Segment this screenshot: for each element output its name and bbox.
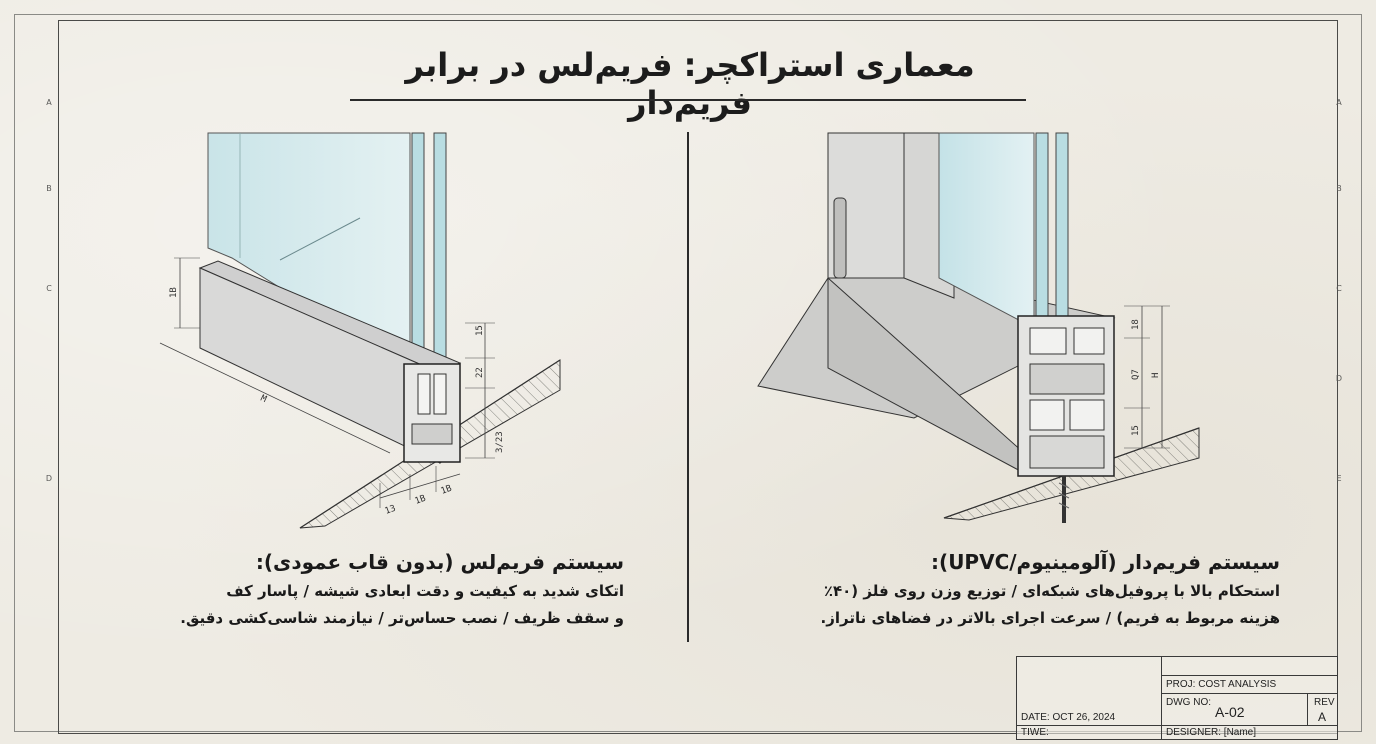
frameless-line-1: اتکای شدید به کیفیت و دقت ابعادی شیشه / … [226,582,624,600]
frameless-caption: سیستم فریم‌لس (بدون قاب عمودی): اتکای شد… [104,550,624,632]
zone-label-left-d: D [45,474,53,483]
dim-label-base: 3/23 [495,431,505,453]
zone-label-right-b: B [1336,184,1342,193]
tb-project: PROJ: COST ANALYSIS [1166,679,1277,690]
title-underline [350,99,1026,101]
zone-label-right-a: A [1336,98,1342,107]
zone-label-left-a: A [46,98,52,107]
dim-label-mid: 22 [475,367,485,378]
tb-date: DATE: OCT 26, 2024 [1021,712,1116,723]
dim-label-w3: 1B [440,484,454,497]
frameless-section-drawing: 1B 15 22 3/23 M 13 1B 1B [159,132,561,529]
dim-label-height: 1B [169,287,179,298]
tb-rev-label: REV [1314,697,1335,708]
framed-dim-base: 15 [1131,425,1141,436]
page-title: معماری استراکچر: فریم‌لس در برابر فریم‌د… [405,46,975,122]
hinge [833,197,847,279]
framed-caption: سیستم فریم‌دار (آلومینیوم/UPVC): استحکام… [720,550,1280,632]
glass-edge-inner [433,132,447,384]
zone-label-right-d: D [1335,374,1343,383]
framed-dim-mid: Q7 [1131,369,1141,380]
tb-dwg-number: A-02 [1215,704,1245,720]
frameless-heading: سیستم فریم‌لس (بدون قاب عمودی): [255,550,624,574]
drawing-title-block: PROJ: COST ANALYSIS DWG NO: A-02 REV A D… [1016,656,1338,740]
dim-label-w1: 13 [384,504,398,517]
center-divider [687,132,689,642]
zone-label-right-c: C [1336,284,1342,293]
zone-label-left-b: B [46,184,52,193]
sheet-drawing-frame [58,20,1338,734]
frameless-line-2: و سقف ظریف / نصب حساس‌تر / نیازمند شاسی‌… [180,609,624,627]
tb-designer: DESIGNER: [Name] [1166,727,1257,738]
zone-label-right-e: E [1336,474,1342,483]
dim-label-top: 15 [475,325,485,336]
framed-section-drawing: 18 Q7 H 15 [757,132,1200,523]
framed-line-2: هزینه مربوط به فریم) / سرعت اجرای بالاتر… [820,609,1280,627]
tb-rev-value: A [1318,710,1327,724]
sheet-outer-border [14,14,1362,732]
tb-time: TIWE: [1021,727,1049,738]
framed-dim-height: H [1151,373,1161,378]
dim-label-w2: 1B [414,494,428,507]
framed-heading: سیستم فریم‌دار (آلومینیوم/UPVC): [931,550,1280,574]
framed-line-1: استحکام بالا با پروفیل‌های شبکه‌ای / توز… [823,582,1280,600]
channel-section [403,363,461,463]
dim-label-length: M [259,394,269,406]
tb-dwg-label: DWG NO: [1166,697,1211,708]
framed-dim-top: 18 [1131,319,1141,330]
zone-label-left-c: C [46,284,52,293]
